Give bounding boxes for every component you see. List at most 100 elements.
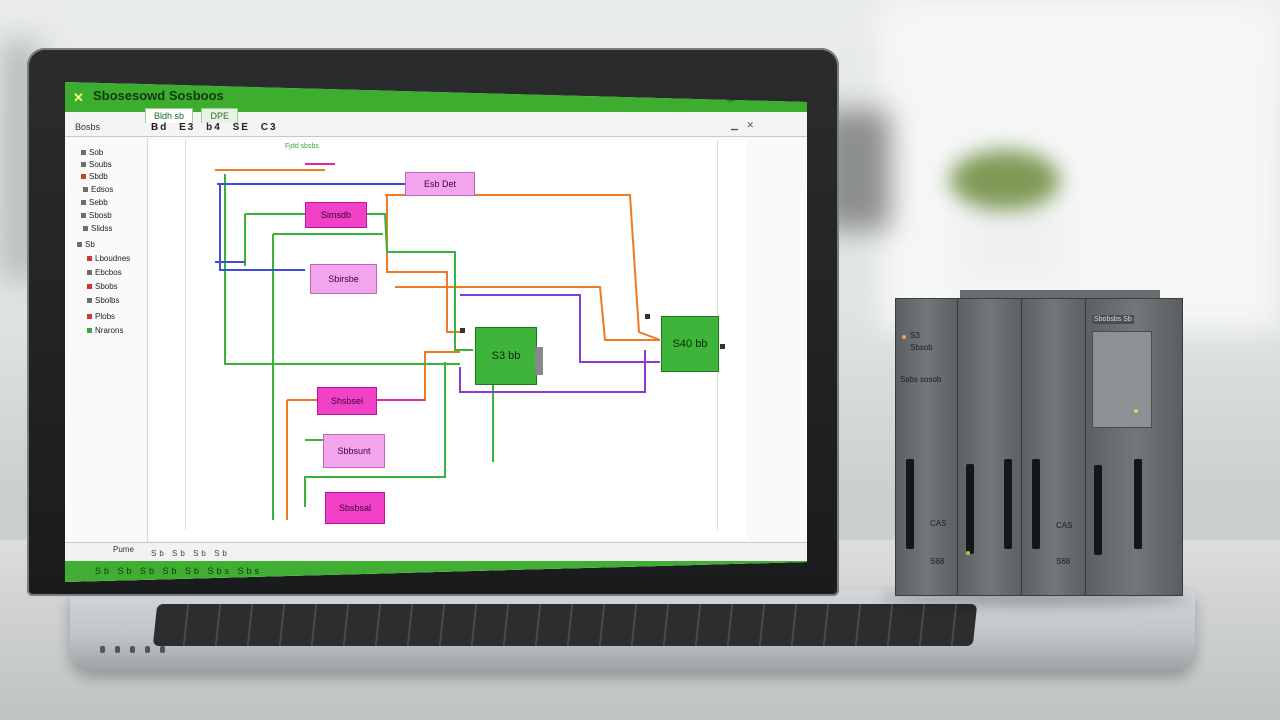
status-text: Sb Sb Sb Sb Sb Sbs Sbs [95,566,263,576]
function-block[interactable]: Sbsbsal [325,492,385,524]
function-block[interactable]: Shsbsel [317,387,377,415]
wiring [215,163,661,520]
function-block[interactable]: S40 bb [661,316,719,372]
plc-slot [906,459,914,549]
tree-item[interactable]: Sebb [81,198,108,207]
module-label: CAS [930,519,947,528]
tree-item[interactable]: Plobs [87,312,115,321]
tree-item[interactable]: Sob [81,148,103,157]
wire-green [224,174,460,365]
laptop-keyboard [152,604,978,646]
laptop-screen: ✕ Sbosesowd Sosboos — ▢ ✕ Bosbs Bldh sb … [65,82,807,582]
wire-orange [395,286,660,341]
folder-icon [81,150,86,156]
folder-icon [87,270,92,276]
module-label: Sbsob [910,343,933,352]
module-label: S68 [1056,557,1071,566]
canvas-header: Fjdd sbsbs [285,143,319,150]
function-block[interactable]: Esb Det [405,172,475,196]
status-tab[interactable]: Sb [193,549,209,558]
tree-item[interactable]: Sbolbs [87,296,119,305]
folder-icon [81,200,86,206]
toolbar-button-3[interactable]: b4 [206,122,222,133]
status-led [902,335,906,339]
module-label: S3 [910,331,920,340]
plc-cpu-module: Sbobsbs Sb [1085,298,1183,596]
function-block[interactable]: Sbbsunt [323,434,385,468]
folder-icon [83,187,88,193]
project-tree: Sob Soubs Sbdb Edsos Sebb Sbosb Slidss S… [65,138,148,542]
tab-dpe[interactable]: DPE [201,108,238,123]
toolbar-button-4[interactable]: SE [232,122,250,133]
tree-item[interactable]: Slidss [83,224,112,233]
status-tab[interactable]: Sb [214,549,230,558]
status-tab[interactable]: Sb [172,549,188,558]
tree-item[interactable]: Sbdb [81,172,108,181]
connector-pin[interactable] [720,344,725,349]
tree-item[interactable]: Ebcbos [87,268,122,277]
toolbar-button-2[interactable]: E3 [179,122,196,133]
app-title: Sbosesowd Sosboos [93,88,224,103]
toolbar-button-1[interactable]: Bd [151,122,169,133]
network-icon [87,328,92,334]
folder-icon [81,213,86,219]
module-icon [87,284,92,290]
panel-close-icon[interactable]: ✕ [746,120,757,130]
plc-display-panel [1092,331,1152,428]
tree-item[interactable]: Soubs [81,160,112,169]
plc-slot [1094,465,1102,555]
module-label: CAS [1056,521,1073,530]
laptop-ports [100,640,175,658]
module-label: S68 [930,557,945,566]
folder-icon [81,162,86,168]
plc-brand-label: Sbobsbs Sb [1092,315,1134,324]
tree-item[interactable]: Sbosb [81,211,112,220]
wire-blue [219,184,305,271]
status-tab[interactable]: Sb [151,549,167,558]
function-block[interactable]: Simsdb [305,202,367,228]
tree-item[interactable]: Edsos [83,185,113,194]
connector-terminal[interactable] [535,347,543,375]
toolbar-button-5[interactable]: C3 [260,122,278,133]
wire-purple [460,294,660,363]
plc-slot [1032,459,1040,549]
tree-item[interactable]: Lboudnes [87,254,130,263]
folder-icon [83,226,88,232]
background-pot [965,200,1060,280]
wire-orange [386,195,460,333]
module-icon [87,314,92,320]
connector-pin[interactable] [645,314,650,319]
panel-minimize-icon[interactable]: ▁ [731,120,741,130]
wire-orange [385,194,661,341]
canvas-divider [185,140,186,530]
app-logo-icon: ✕ [73,90,84,105]
menu-file[interactable]: Bosbs [75,122,101,132]
status-tabs: Sb Sb Sb Sb [151,549,230,558]
wire-green [304,362,446,507]
tree-item[interactable]: Sb [77,240,95,249]
toolbar-window-controls: ▁ ✕ [731,120,757,131]
status-led [1134,409,1138,413]
module-icon [81,174,86,180]
function-block[interactable]: S3 bb [475,327,537,385]
module-label: Ssbs sosob [900,375,942,384]
folder-icon [87,298,92,304]
plc-slot [1004,459,1012,549]
tree-item[interactable]: Sbobs [87,282,118,291]
status-label: Pume [113,545,134,554]
background-plant [950,150,1060,210]
plc-module: CAS S68 [1021,298,1087,596]
plc-module: S3 Sbsob Ssbs sosob CAS S68 [895,298,959,596]
tab-bldh[interactable]: Bldh sb [145,108,194,123]
menu-bar: Bosbs Bldh sb DPE Bd E3 b4 SE C3 ▁ ✕ [65,108,807,137]
toolbar: Bd E3 b4 SE C3 [151,122,284,133]
background-window [880,0,1280,330]
plc-module [957,298,1023,596]
status-led [966,551,970,555]
tree-item[interactable]: Nrarons [87,326,123,335]
module-icon [87,256,92,262]
plc-slot [1134,459,1142,549]
connector-pin[interactable] [460,328,465,333]
function-block[interactable]: Sbirsbe [310,264,377,294]
tab-strip: Bldh sb DPE [145,106,242,124]
